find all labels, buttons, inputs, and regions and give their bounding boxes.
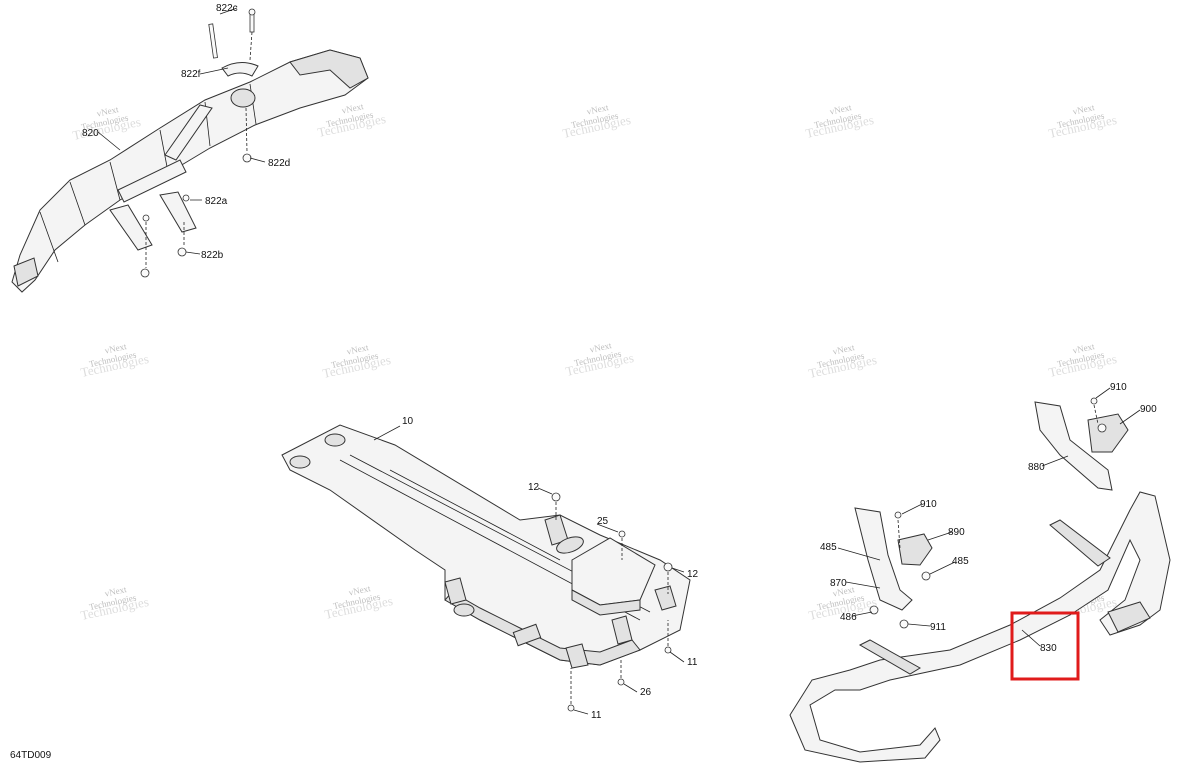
rear-bumper-part (789, 491, 1171, 763)
bolt-head-icon (182, 194, 190, 202)
callout-11: 11 (687, 657, 698, 668)
bolt-head-icon (142, 214, 150, 222)
svg-text:vNext: vNext (104, 341, 128, 355)
callout-910: 910 (1110, 382, 1127, 393)
svg-text:vNext: vNext (104, 584, 128, 598)
watermark: vNext Technologies Technologies (71, 104, 142, 143)
svg-text:vNext: vNext (1072, 102, 1096, 116)
callout-486: 486 (840, 612, 857, 623)
bolt-head-icon (248, 8, 256, 16)
document-code: 64TD009 (10, 750, 52, 761)
svg-text:vNext: vNext (589, 340, 613, 354)
callout-911: 911 (930, 622, 946, 633)
watermark: vNext Technologies Technologies (79, 341, 150, 380)
nut-icon (1097, 423, 1107, 433)
nut-icon (663, 562, 673, 572)
bolt-head-icon (618, 530, 626, 538)
nut-icon (551, 492, 561, 502)
bolt-head-icon (664, 646, 672, 654)
svg-text:vNext: vNext (832, 342, 856, 356)
watermark: vNext Technologies Technologies (316, 101, 387, 140)
svg-text:vNext: vNext (348, 583, 372, 597)
svg-text:vNext: vNext (96, 104, 120, 118)
skid-plate-assembly: 10 12 25 12 11 26 11 (281, 416, 699, 721)
svg-text:vNext: vNext (586, 102, 610, 116)
callout-485: 485 (952, 556, 969, 567)
watermark: vNext Technologies Technologies (561, 102, 632, 141)
callout-26: 26 (640, 687, 652, 698)
svg-text:vNext: vNext (346, 342, 370, 356)
nut-icon (869, 605, 879, 615)
bolt-icon (249, 13, 255, 33)
nut-icon (899, 619, 909, 629)
bracket-870-part (854, 507, 913, 611)
watermark: vNext Technologies Technologies (564, 340, 635, 379)
rear-bumper-assembly: 910 900 880 910 890 485 485 870 486 911 … (789, 382, 1171, 763)
svg-text:vNext: vNext (829, 102, 853, 116)
callout-485: 485 (820, 542, 837, 553)
bolt-head-icon (1090, 397, 1098, 405)
callout-910: 910 (920, 499, 937, 510)
callout-822c: 822c (216, 3, 238, 14)
svg-text:vNext: vNext (1072, 341, 1096, 355)
bolt-head-icon (567, 704, 575, 712)
callout-890: 890 (948, 527, 965, 538)
bolt-head-icon (894, 511, 902, 519)
bolt-icon (208, 23, 218, 59)
callout-900: 900 (1140, 404, 1157, 415)
bracket-900-part (1087, 413, 1129, 453)
callout-25: 25 (597, 516, 609, 527)
highlight-box (1010, 611, 1080, 681)
watermark: vNext Technologies Technologies (804, 102, 875, 141)
watermark: vNext Technologies Technologies (321, 342, 392, 381)
callout-870: 870 (830, 578, 847, 589)
nut-icon (177, 247, 187, 257)
nut-icon (242, 153, 252, 163)
svg-text:vNext: vNext (832, 584, 856, 598)
front-bumper-part (11, 49, 369, 293)
front-bumper-assembly: 822c 822f 820 822d 822a 822b (11, 3, 369, 293)
nut-icon (140, 268, 150, 278)
callout-822d: 822d (268, 158, 290, 169)
svg-text:vNext: vNext (341, 101, 365, 115)
watermark: vNext Technologies Technologies (323, 583, 394, 622)
callout-12: 12 (528, 482, 540, 493)
watermark: vNext Technologies Technologies (807, 342, 878, 381)
callout-11: 11 (591, 710, 602, 721)
callout-12: 12 (687, 569, 699, 580)
callout-822f: 822f (181, 69, 201, 80)
callout-880: 880 (1028, 462, 1045, 473)
bracket-880-part (1034, 401, 1113, 491)
bolt-head-icon (617, 678, 625, 686)
callout-822b: 822b (201, 250, 224, 261)
callout-820: 820 (82, 128, 99, 139)
callout-830: 830 (1040, 643, 1057, 654)
nut-icon (921, 571, 931, 581)
callout-822a: 822a (205, 196, 228, 207)
watermark: vNext Technologies Technologies (1047, 102, 1118, 141)
callout-10: 10 (402, 416, 414, 427)
watermark: vNext Technologies Technologies (79, 584, 150, 623)
watermark: vNext Technologies Technologies (1047, 341, 1118, 380)
bracket-890-part (897, 533, 933, 566)
